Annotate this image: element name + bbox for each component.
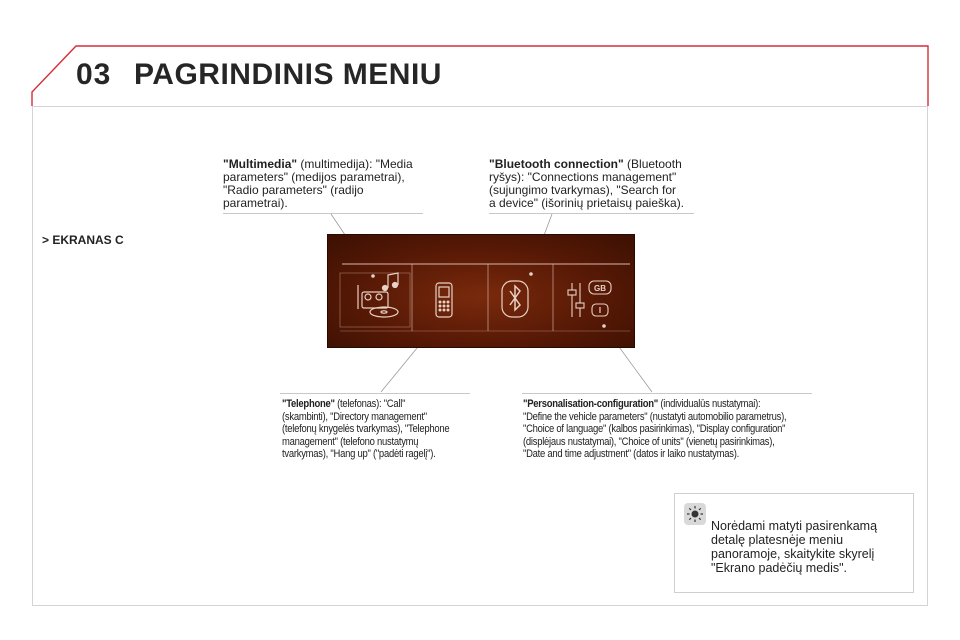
- callout-bluetooth: "Bluetooth connection" (Bluetooth ryšys)…: [489, 158, 709, 210]
- callout-telephone: "Telephone" (telefonas): "Call" (skambin…: [282, 398, 488, 461]
- display-screen: GB I: [327, 234, 635, 348]
- callout-bluetooth-text: (sujungimo tvarkymas), "Search for: [489, 183, 676, 197]
- callout-multimedia-heading: "Multimedia": [223, 157, 298, 171]
- callout-multimedia-text: "Radio parameters" (radijo: [223, 183, 364, 197]
- section-label: > EKRANAS C: [42, 233, 124, 247]
- lightbulb-icon: [684, 503, 706, 525]
- callout-personalisation-text: "Date and time adjustment" (datos ir lai…: [523, 448, 739, 460]
- callout-personalisation-text: (displėjaus nustatymai), "Choice of unit…: [523, 435, 775, 448]
- callout-telephone-text: (telefonų knygelės tvarkymas), "Telephon…: [282, 423, 450, 435]
- page-title: PAGRINDINIS MENIU: [134, 58, 442, 91]
- multimedia-icon[interactable]: [357, 272, 399, 318]
- callout-personalisation-text: "Define the vehicle parameters" (nustaty…: [523, 410, 787, 423]
- callout-telephone-heading: "Telephone": [282, 398, 335, 410]
- telephone-icon[interactable]: [435, 282, 453, 318]
- callout-divider: [280, 393, 470, 394]
- tip-box: Norėdami matyti pasirenkamą detalę plate…: [674, 493, 914, 593]
- personalisation-icon[interactable]: [567, 280, 612, 317]
- callout-multimedia: "Multimedia" (multimedija): "Media param…: [223, 158, 433, 210]
- callout-personalisation-text: "Choice of language" (kalbos pasirinkima…: [523, 423, 786, 435]
- selector-dot: [602, 324, 606, 328]
- callout-divider: [223, 213, 423, 214]
- callout-bluetooth-heading: "Bluetooth connection": [489, 157, 624, 171]
- bluetooth-icon[interactable]: [501, 280, 529, 318]
- chapter-number: 03: [76, 58, 112, 91]
- content-frame: [32, 106, 928, 606]
- callout-multimedia-text: (multimedija): "Media: [297, 157, 413, 171]
- selector-dot: [371, 274, 375, 278]
- callout-telephone-text: management" (telefono nustatymų: [282, 435, 419, 448]
- badge-i: I: [599, 306, 601, 315]
- callout-bluetooth-text: (Bluetooth: [623, 157, 682, 171]
- callout-multimedia-text: parameters" (medijos parametrai),: [223, 170, 405, 184]
- callout-bluetooth-text: a device" (išorinių prietaisų paieška).: [489, 196, 685, 210]
- header-frame: [31, 45, 929, 106]
- badge-gb: GB: [594, 284, 606, 293]
- callout-telephone-text: (telefonas): "Call": [334, 398, 406, 410]
- page-header: 03 PAGRINDINIS MENIU: [0, 0, 960, 110]
- tip-line: panoramoje, skaitykite skyrelį: [711, 547, 875, 561]
- callout-telephone-text: tvarkymas), "Hang up" ("padėti ragelį").: [282, 448, 436, 460]
- callout-multimedia-text: parametrai).: [223, 196, 288, 210]
- callout-personalisation: "Personalisation-configuration" (individ…: [523, 398, 820, 461]
- tip-line: detalę platesnėje meniu: [711, 533, 844, 547]
- callout-bluetooth-text: ryšys): "Connections management": [489, 170, 677, 184]
- callout-personalisation-heading: "Personalisation-configuration": [523, 398, 659, 410]
- selector-dot: [529, 272, 533, 276]
- tip-line: Norėdami matyti pasirenkamą: [711, 519, 878, 533]
- callout-personalisation-text: (individualūs nustatymai):: [658, 398, 761, 410]
- tip-text: Norėdami matyti pasirenkamą detalę plate…: [711, 519, 906, 575]
- callout-divider: [489, 213, 694, 214]
- screen-graphics: GB I: [339, 263, 630, 332]
- tip-line: "Ekrano padėčių medis".: [711, 561, 848, 575]
- callout-divider: [522, 393, 812, 394]
- callout-telephone-text: (skambinti), "Directory management": [282, 410, 427, 423]
